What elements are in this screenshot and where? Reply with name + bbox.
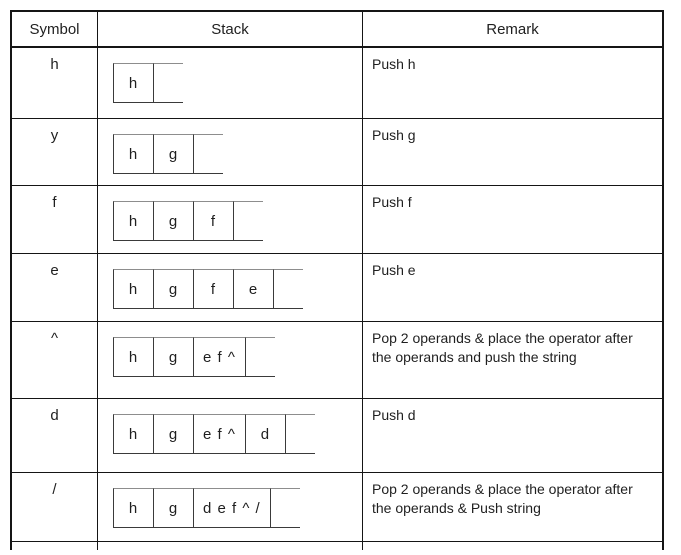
stack-diagram: h <box>113 63 362 103</box>
stack-item: g <box>153 414 193 454</box>
stack-item: g <box>153 269 193 309</box>
stack-item: h <box>113 269 153 309</box>
symbol-cell: e <box>12 254 98 321</box>
stack-item: d <box>244 414 285 454</box>
symbol-cell: / <box>12 473 98 541</box>
stack-item: g <box>153 134 193 174</box>
stack-item: h <box>113 201 153 241</box>
remark-cell <box>363 542 662 550</box>
stack-item: d e f ^ / <box>193 488 270 528</box>
table-row-partial <box>12 542 662 550</box>
header-remark: Remark <box>486 21 539 38</box>
remark-cell: Pop 2 operands & place the operator afte… <box>372 481 633 517</box>
stack-item: h <box>113 337 153 377</box>
header-stack: Stack <box>98 12 363 46</box>
stack-item: g <box>153 337 193 377</box>
stack-item: g <box>153 488 193 528</box>
stack-item: h <box>113 414 153 454</box>
symbol-cell: d <box>12 399 98 472</box>
remark-cell: Push d <box>372 407 416 423</box>
stack-open-end <box>244 337 275 377</box>
remark-cell: Push f <box>372 194 412 210</box>
remark-cell: Push e <box>372 262 416 278</box>
stack-item: f <box>193 201 233 241</box>
stack-item: f <box>193 269 233 309</box>
stack-cell: h <box>98 48 363 118</box>
stack-item: h <box>113 63 153 103</box>
stack-item: e f ^ <box>193 337 245 377</box>
symbol-cell: f <box>12 186 98 253</box>
stack-item: h <box>113 488 153 528</box>
stack-item: h <box>113 134 153 174</box>
symbol-cell: ^ <box>12 322 98 398</box>
stack-open-end <box>284 414 315 454</box>
remark-cell: Push h <box>372 56 416 72</box>
symbol-cell: y <box>12 119 98 185</box>
symbol-cell: h <box>12 48 98 118</box>
stack-item: e f ^ <box>193 414 245 454</box>
stack-open-end <box>269 488 300 528</box>
stack-item: e <box>233 269 273 309</box>
stack-item: g <box>153 201 193 241</box>
header-symbol: Symbol <box>12 12 98 46</box>
table-header-row: Symbol Stack Remark <box>12 12 662 48</box>
remark-cell: Pop 2 operands & place the operator afte… <box>372 330 633 366</box>
stack-cell <box>98 542 363 550</box>
stack-open-end <box>233 201 263 241</box>
stack-open-end <box>153 63 183 103</box>
remark-cell: Push g <box>372 127 416 143</box>
stack-open-end <box>273 269 303 309</box>
symbol-cell <box>12 542 98 550</box>
stack-open-end <box>193 134 223 174</box>
